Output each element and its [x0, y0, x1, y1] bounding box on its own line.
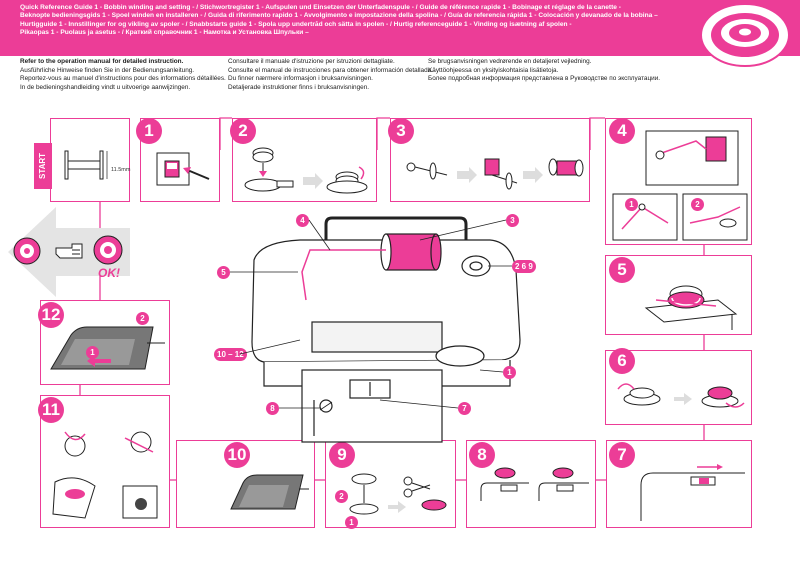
step-4-sub-2: 2	[691, 198, 704, 211]
callout-4: 4	[296, 214, 309, 227]
bobbin-height-label: 11.5mm	[111, 167, 131, 173]
bobbin-full-icon	[13, 237, 41, 265]
intro-text: Consulte el manual de instrucciones para…	[228, 66, 433, 74]
thread-guide-icon	[645, 130, 739, 186]
callout-1: 1	[503, 366, 516, 379]
step-4-panel	[605, 118, 752, 245]
step-number-7: 7	[609, 442, 635, 468]
bobbin-insert-icon	[52, 431, 158, 519]
step-number-12: 12	[38, 302, 64, 328]
header-title-lines: Quick Reference Guide 1 - Bobbin winding…	[20, 4, 690, 38]
header-line: Quick Reference Guide 1 - Bobbin winding…	[20, 4, 621, 11]
header-line: Beknopte bedieningsgids 1 - Spoel winden…	[20, 12, 658, 20]
bobbin-on-spindle-icon	[244, 147, 368, 194]
bobbin-ok-icon	[93, 235, 123, 265]
step-9-sub-1: 1	[345, 516, 358, 529]
step-4-sub-1: 1	[625, 198, 638, 211]
intro-text: Du finner nærmere informasjon i bruksanv…	[228, 75, 373, 83]
callout-5: 5	[217, 266, 230, 279]
callout-2-6-9: 2 6 9	[512, 260, 536, 273]
header-banner: Quick Reference Guide 1 - Bobbin winding…	[0, 0, 800, 56]
pointing-hand-icon	[55, 243, 83, 259]
intro-text: Käyttöohjeessa on yksityiskohtaisia lisä…	[428, 66, 559, 74]
sewing-machine-diagram	[251, 216, 521, 443]
step-12-sub-1: 1	[86, 346, 99, 359]
intro-col-2: Consultare il manuale d'istruzione per i…	[228, 58, 433, 92]
start-panel: 11.5mm	[50, 118, 130, 202]
callout-7: 7	[458, 402, 471, 415]
step-number-4: 4	[609, 118, 635, 144]
intro-text: Более подробная информация представлена …	[428, 75, 661, 83]
step-3-panel	[390, 118, 590, 202]
intro-text: Detaljerade instruktioner finns i bruksa…	[228, 83, 370, 91]
step-number-10: 10	[224, 442, 250, 468]
bobbin-winder-icon	[644, 285, 738, 330]
bobbin-logo-icon	[700, 3, 790, 67]
winder-lever-icon	[640, 464, 745, 521]
intro-col-3: Se brugsanvisningen vedrørende en detalj…	[428, 58, 660, 84]
intro-text: Reportez-vous au manuel d'instructions p…	[20, 75, 226, 83]
thread-hand-icon	[612, 193, 678, 241]
spool-pin-icon	[406, 158, 584, 190]
header-line: Pikaopas 1 - Puolaus ja asetus - / Кратк…	[20, 29, 309, 37]
intro-text: Se brugsanvisningen vedrørende en detalj…	[428, 58, 592, 65]
step-9-sub-2: 2	[335, 490, 348, 503]
ok-label: OK!	[98, 266, 120, 280]
step-number-5: 5	[609, 257, 635, 283]
bobbin-winding-done-icon	[480, 467, 589, 501]
step-number-6: 6	[609, 348, 635, 374]
intro-text: In de bedieningshandleiding vindt u uitv…	[20, 83, 191, 91]
step-number-11: 11	[38, 397, 64, 423]
step-number-2: 2	[230, 118, 256, 144]
bobbin-wind-steps-icon	[617, 383, 745, 408]
callout-3: 3	[506, 214, 519, 227]
intro-col-1: Refer to the operation manual for detail…	[20, 58, 226, 92]
intro-text: Ausführliche Hinweise finden Sie in der …	[20, 66, 195, 74]
bobbin-cover-icon	[230, 474, 309, 510]
step-9-panel	[325, 440, 456, 528]
step-number-9: 9	[329, 442, 355, 468]
callout-8: 8	[266, 402, 279, 415]
step-12-sub-2: 2	[136, 312, 149, 325]
callout-10-12: 10 – 12	[214, 348, 247, 361]
step-number-3: 3	[388, 118, 414, 144]
bobbin-remove-cut-icon	[349, 473, 447, 515]
step-number-8: 8	[469, 442, 495, 468]
header-line: Hurtigguide 1 - Innstillinger for og vik…	[20, 20, 572, 28]
step-number-1: 1	[136, 118, 162, 144]
intro-text: Consultare il manuale d'istruzione per i…	[228, 58, 395, 65]
step-2-panel	[232, 118, 377, 202]
bobbin-side-icon	[64, 150, 108, 180]
intro-text: Refer to the operation manual for detail…	[20, 58, 184, 65]
power-switch-icon	[156, 152, 210, 186]
